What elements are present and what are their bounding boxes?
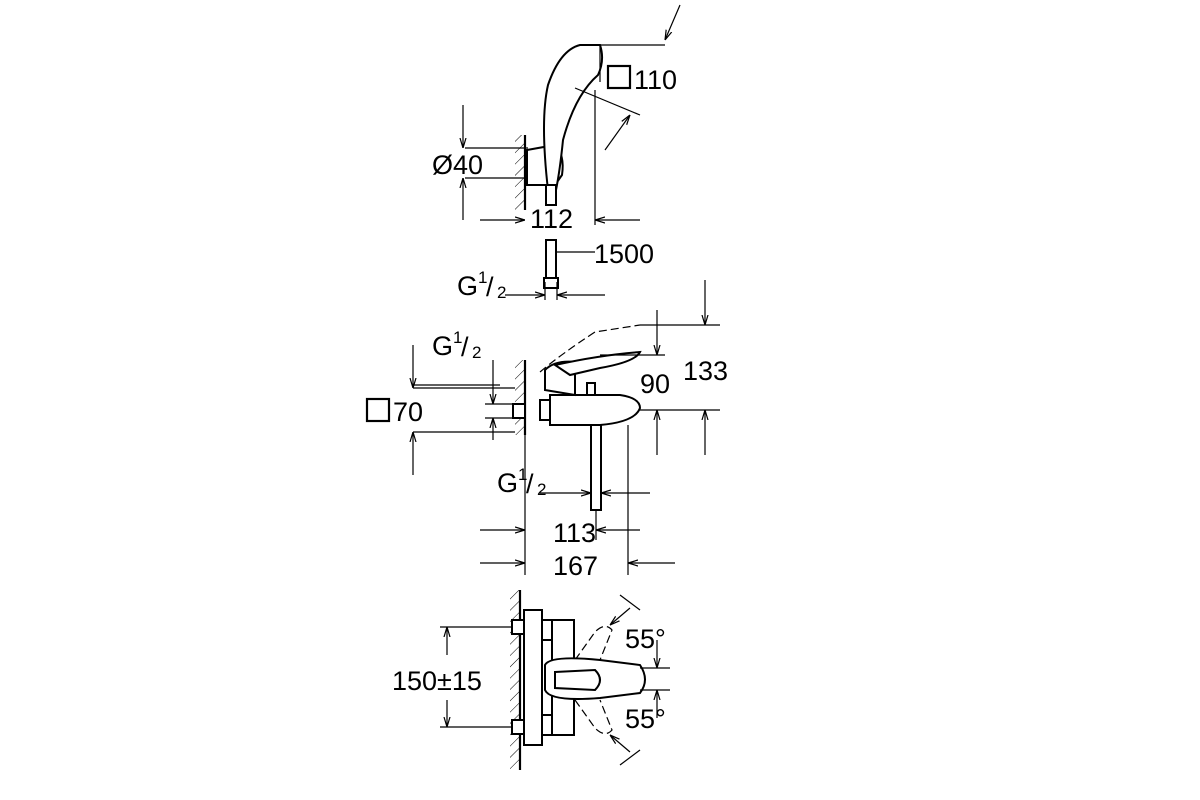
hand-shower — [543, 44, 604, 191]
nut-bottom — [541, 714, 553, 736]
nut-top — [541, 619, 553, 641]
hose-top — [545, 184, 557, 206]
dim-outlet-projection: 113 — [553, 518, 596, 548]
eccentric-top — [511, 619, 525, 635]
nut — [539, 399, 551, 421]
thread-slash: / — [461, 332, 469, 362]
lever — [552, 350, 642, 377]
escutcheon-body — [523, 609, 543, 746]
thread-letter: G — [457, 271, 478, 301]
dim-escutcheon: 70 — [393, 397, 423, 427]
hose-nut — [543, 277, 559, 289]
square-symbol-icon — [606, 64, 632, 90]
thread-letter: G — [497, 468, 518, 498]
outlet-pipe — [590, 424, 602, 511]
thread-num: 1 — [518, 465, 527, 484]
wall-hatch — [510, 590, 520, 770]
dim-angle-down: 55° — [625, 704, 666, 734]
thread-slash: / — [526, 469, 534, 499]
eccentric — [512, 403, 526, 419]
handshower-view: 110 Ø40 112 1500 G 1 / 2 — [432, 4, 681, 302]
diverter — [586, 382, 596, 396]
thread-num: 1 — [478, 268, 487, 287]
dim-projection: 112 — [530, 204, 573, 234]
hose — [545, 239, 557, 283]
mixer-front-view: 55° 55° 150±15 — [392, 590, 670, 770]
dim-holder-diameter: Ø40 — [432, 150, 483, 180]
square-symbol-icon — [365, 397, 391, 423]
dim-total-projection: 167 — [553, 551, 598, 581]
thread-num: 1 — [453, 328, 462, 347]
dim-angle-up: 55° — [625, 624, 666, 654]
dim-head-size: 110 — [634, 65, 677, 95]
dim-lever-height: 133 — [683, 356, 728, 386]
lever-inner — [554, 668, 601, 692]
eccentric-bottom — [511, 719, 525, 735]
wall-hatch — [515, 360, 525, 435]
dim-hose-length: 1500 — [594, 239, 654, 269]
thread-den: 2 — [472, 343, 481, 362]
thread-letter: G — [432, 331, 453, 361]
mixer-side-view: G 1 / 2 70 90 133 G 1 / 2 113 16 — [365, 280, 728, 581]
thread-den: 2 — [497, 283, 506, 302]
mixer-body — [549, 394, 642, 426]
dim-spout-height: 90 — [640, 369, 670, 399]
wall-hatch — [515, 135, 525, 210]
thread-slash: / — [486, 272, 494, 302]
thread-den: 2 — [537, 480, 546, 499]
dim-centers: 150±15 — [392, 666, 482, 696]
